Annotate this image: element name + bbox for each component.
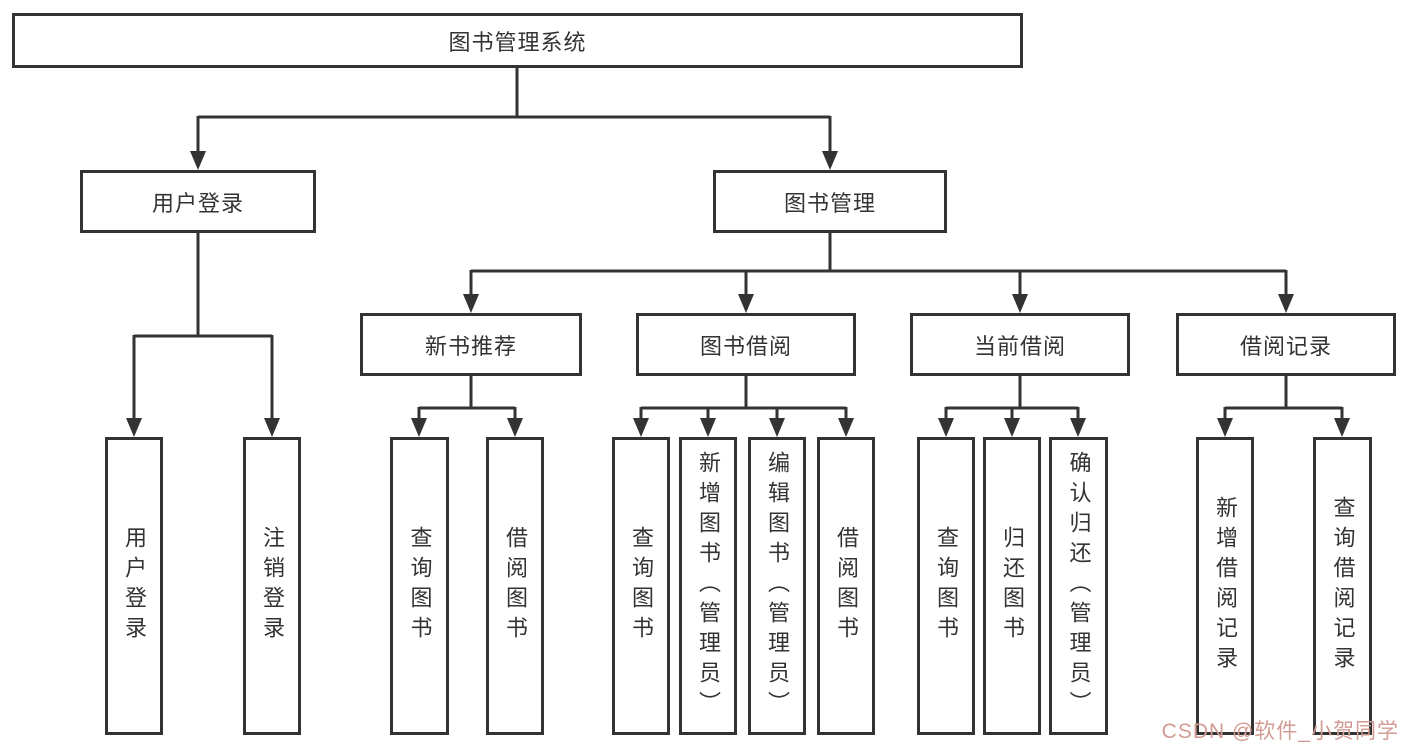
csdn-watermark: CSDN @软件_小贺同学: [1161, 720, 1399, 743]
leaf-edit-book-admin-label: 编辑图书（管理员）: [765, 451, 790, 721]
connector-userlogin-to-leaves: [126, 233, 280, 437]
leaf-borrow-books-recommend-label: 借阅图书: [503, 526, 528, 646]
leaf-add-borrow-record-label: 新增借阅记录: [1213, 496, 1238, 676]
leaf-logout: 注销登录: [243, 437, 301, 735]
node-user-login: 用户登录: [80, 170, 316, 233]
leaf-user-login: 用户登录: [105, 437, 163, 735]
leaf-query-borrow-record-label: 查询借阅记录: [1330, 496, 1356, 676]
leaf-query-books-current-label: 查询图书: [934, 526, 959, 646]
leaf-confirm-return-admin-label: 确认归还（管理员）: [1066, 451, 1092, 721]
connector-bookborrow-to-leaves: [633, 376, 854, 437]
node-current-borrowing-label: 当前借阅: [973, 333, 1066, 359]
leaf-query-books-current: 查询图书: [917, 437, 975, 735]
leaf-edit-book-admin: 编辑图书（管理员）: [748, 437, 806, 735]
leaf-borrow-books: 借阅图书: [817, 437, 875, 735]
leaf-query-books-borrow: 查询图书: [612, 437, 670, 735]
leaf-query-borrow-record: 查询借阅记录: [1313, 437, 1372, 735]
connector-newbook-to-leaves: [411, 376, 523, 437]
leaf-return-book-label: 归还图书: [1000, 526, 1025, 646]
leaf-add-book-admin: 新增图书（管理员）: [679, 437, 737, 735]
node-root-label: 图书管理系统: [448, 29, 587, 55]
node-new-book-recommend: 新书推荐: [360, 313, 582, 376]
connector-root-to-level2: [190, 68, 838, 170]
connector-borrowrecords-to-leaves: [1217, 376, 1350, 437]
leaf-add-borrow-record: 新增借阅记录: [1196, 437, 1254, 735]
leaf-borrow-books-label: 借阅图书: [834, 526, 859, 646]
leaf-borrow-books-recommend: 借阅图书: [486, 437, 544, 735]
leaf-logout-label: 注销登录: [260, 526, 285, 646]
connector-bookmgmt-to-level3: [463, 233, 1294, 313]
node-user-login-label: 用户登录: [151, 190, 244, 216]
leaf-user-login-label: 用户登录: [122, 526, 147, 646]
node-book-borrowing-label: 图书借阅: [699, 333, 792, 359]
node-new-book-recommend-label: 新书推荐: [424, 333, 517, 359]
connector-currentborrow-to-leaves: [938, 376, 1086, 437]
node-borrowing-records: 借阅记录: [1176, 313, 1396, 376]
node-book-management-label: 图书管理: [783, 190, 876, 216]
node-root-system: 图书管理系统: [12, 13, 1023, 68]
node-book-borrowing: 图书借阅: [636, 313, 856, 376]
node-current-borrowing: 当前借阅: [910, 313, 1130, 376]
leaf-add-book-admin-label: 新增图书（管理员）: [696, 451, 721, 721]
leaf-confirm-return-admin: 确认归还（管理员）: [1049, 437, 1108, 735]
leaf-return-book: 归还图书: [983, 437, 1041, 735]
node-book-management: 图书管理: [713, 170, 947, 233]
leaf-query-books-borrow-label: 查询图书: [629, 526, 654, 646]
leaf-query-books-recommend-label: 查询图书: [407, 526, 433, 646]
node-borrowing-records-label: 借阅记录: [1239, 333, 1332, 359]
leaf-query-books-recommend: 查询图书: [390, 437, 449, 735]
